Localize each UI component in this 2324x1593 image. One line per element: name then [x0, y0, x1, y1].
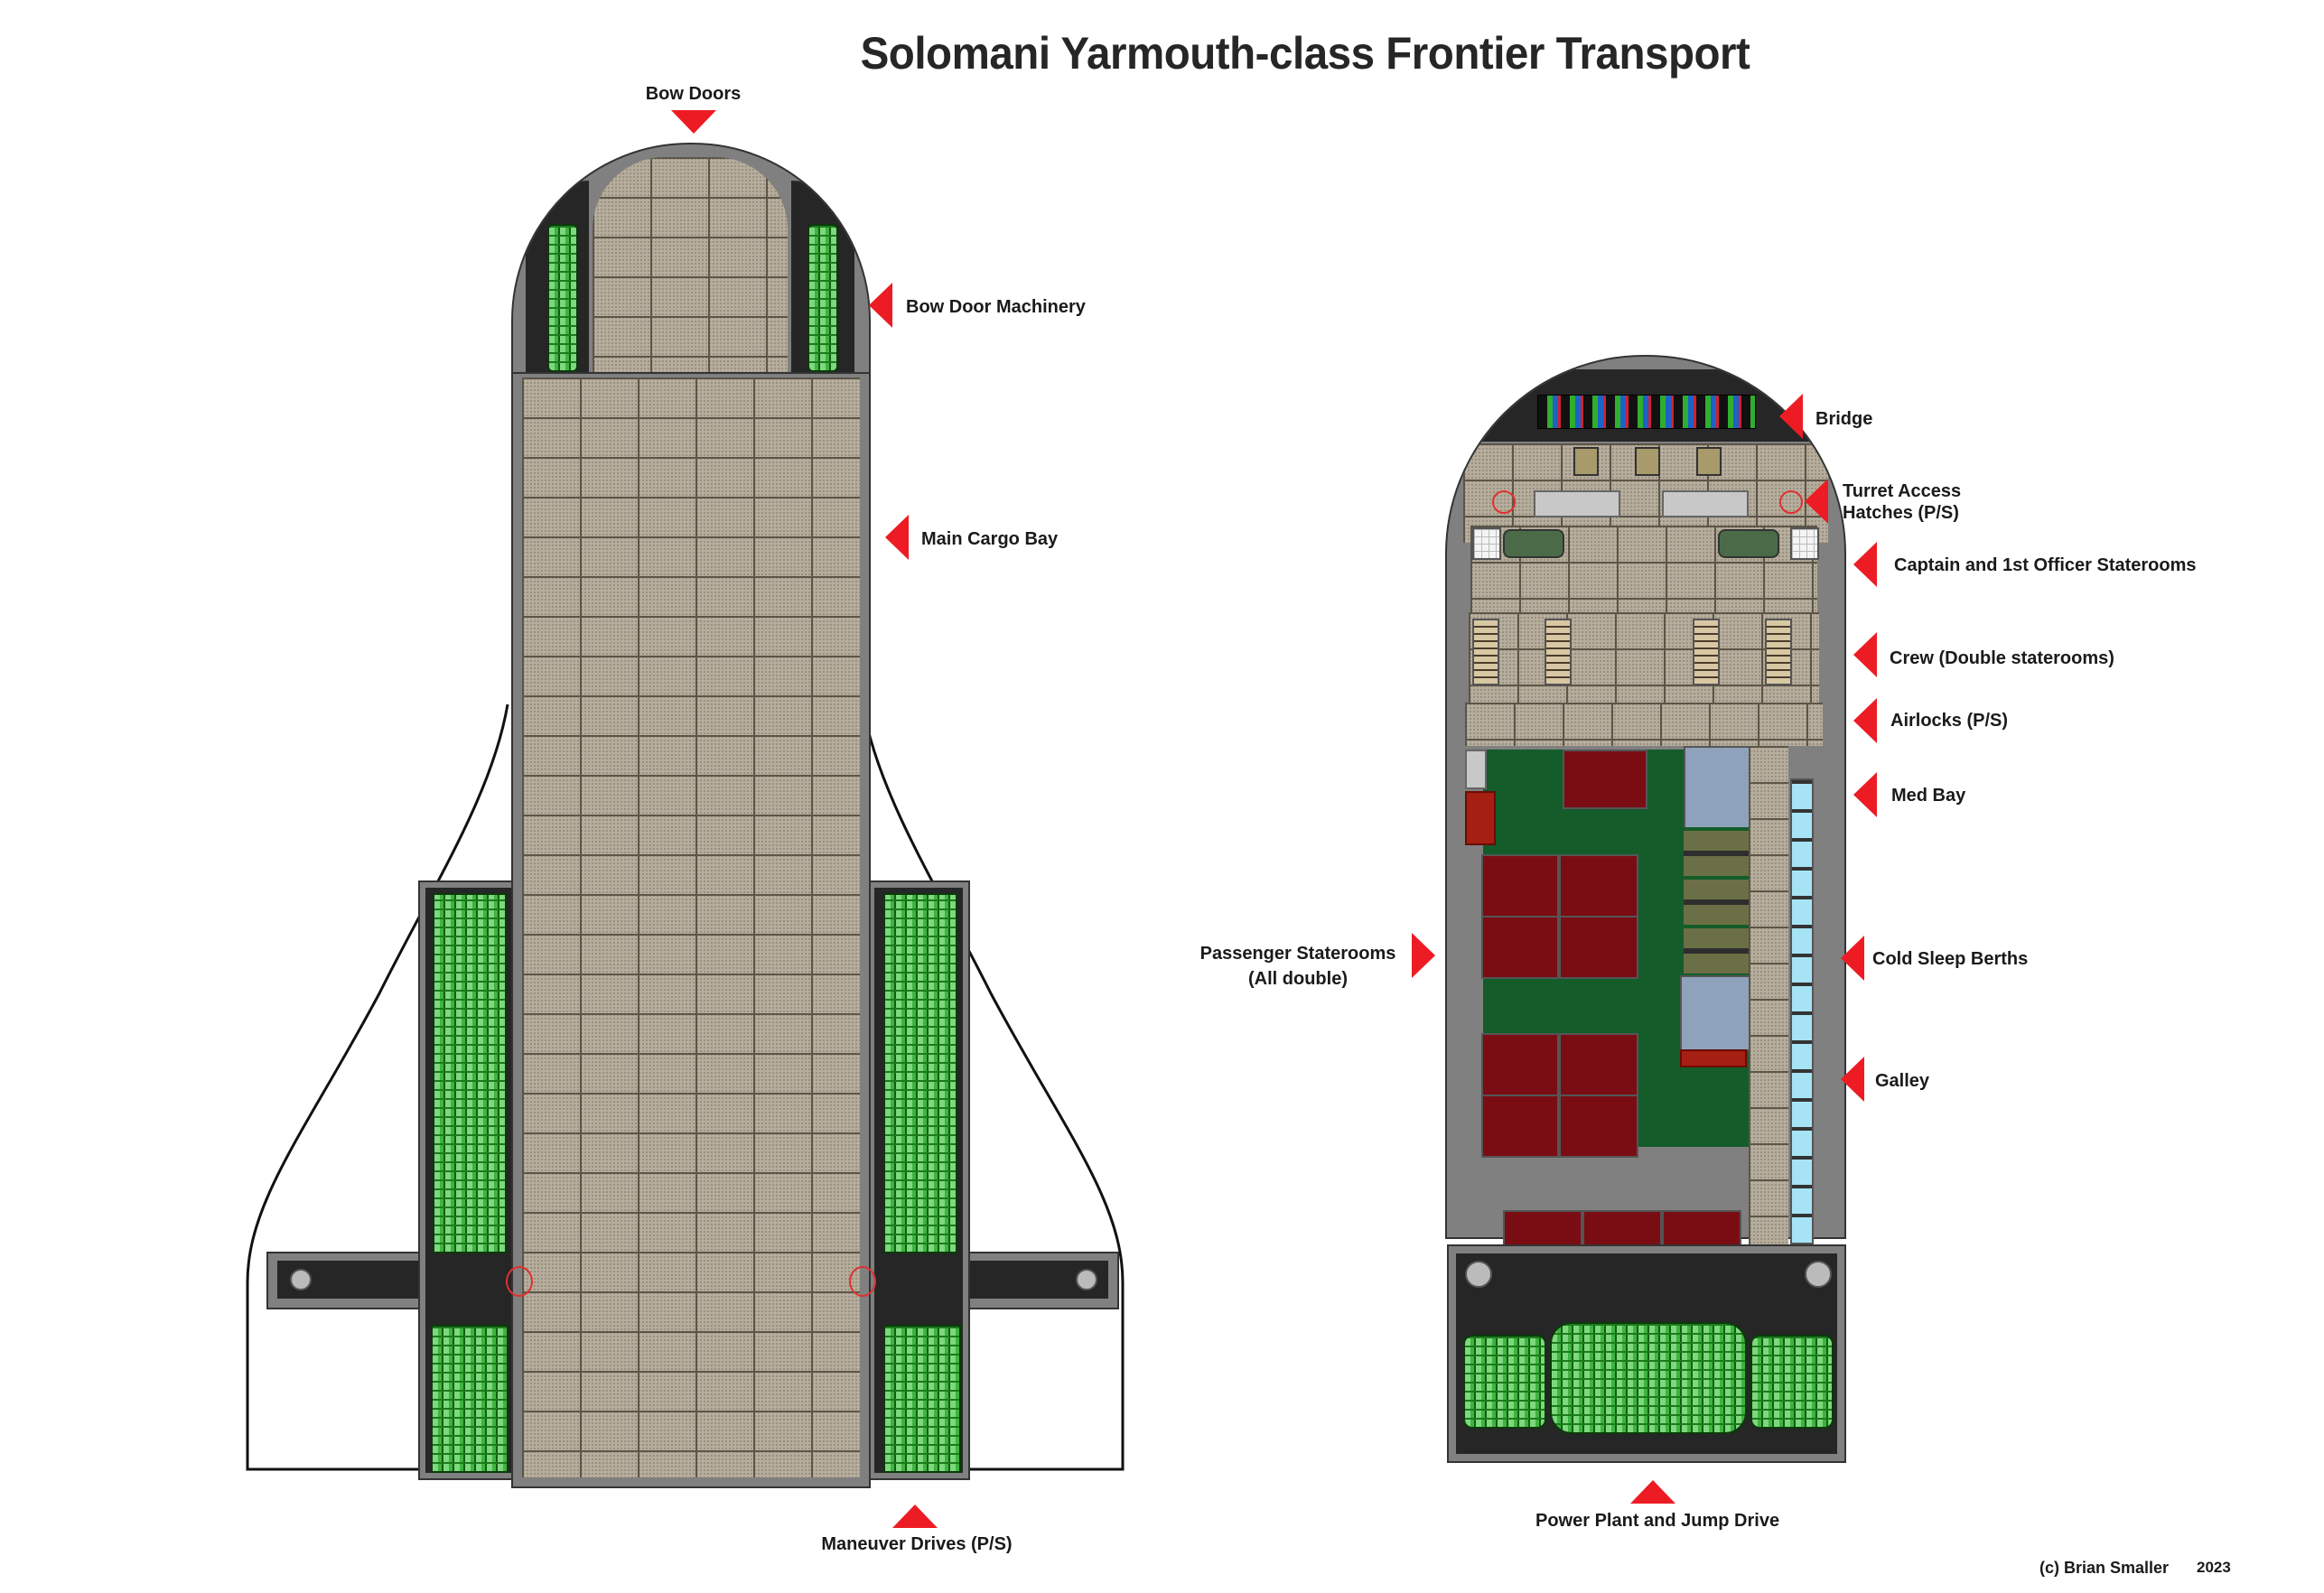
port-maneuver-drive: [431, 1325, 509, 1473]
port-turret-access-hatch-icon: [1492, 490, 1516, 514]
label-bridge: Bridge: [1815, 409, 1873, 429]
galley-sofa: [1680, 1049, 1747, 1067]
label-med-bay: Med Bay: [1891, 786, 1966, 806]
port-bow-door-machinery: [547, 224, 578, 372]
passenger-stateroom-8: [1481, 1095, 1559, 1158]
label-bow-door-machinery: Bow Door Machinery: [906, 297, 1086, 317]
airlocks-arrow-icon: [1853, 698, 1877, 743]
power-plant: [1550, 1322, 1747, 1434]
turret-access-arrow-icon: [1805, 479, 1828, 524]
label-main-cargo-bay: Main Cargo Bay: [921, 529, 1059, 549]
label-turret-access-line2: Hatches (P/S): [1843, 503, 1959, 523]
label-bow-doors: Bow Doors: [645, 84, 742, 104]
jump-drive-starboard: [1750, 1335, 1834, 1429]
starboard-machinery-pod: [867, 880, 970, 1480]
port-machinery-upper: [433, 893, 507, 1253]
passenger-stateroom-2: [1481, 854, 1559, 918]
label-turret-access-line1: Turret Access: [1843, 481, 1962, 501]
starboard-maneuver-drive: [883, 1325, 961, 1473]
port-wing-hatch-icon: [290, 1269, 312, 1290]
crew-bed-2: [1545, 619, 1572, 685]
label-crew: Crew (Double staterooms): [1890, 648, 2114, 668]
captain-fresher: [1472, 527, 1501, 560]
diagram-title: Solomani Yarmouth-class Frontier Transpo…: [860, 28, 1750, 79]
bridge-arrow-icon: [1779, 394, 1803, 439]
starboard-machinery-upper: [883, 893, 957, 1253]
cargo-bay-nose: [511, 143, 871, 399]
starboard-turret-access-hatch-icon: [1779, 490, 1803, 514]
passenger-stateroom-3: [1559, 854, 1638, 918]
port-machinery-pod: [418, 880, 521, 1480]
galley-arrow-icon: [1841, 1057, 1864, 1102]
label-passenger-line2: (All double): [1248, 969, 1348, 989]
jump-drive-port: [1463, 1335, 1546, 1429]
passenger-staterooms-arrow-icon: [1412, 933, 1435, 978]
power-plant-arrow-icon: [1630, 1480, 1675, 1504]
bow-door-machinery-arrow-icon: [869, 283, 892, 328]
officer-bed: [1718, 529, 1779, 558]
cold-sleep-arrow-icon: [1841, 936, 1864, 981]
passenger-stateroom-6: [1481, 1033, 1559, 1096]
galley: [1680, 975, 1750, 1051]
passenger-stateroom-7: [1559, 1033, 1638, 1096]
passenger-stateroom-5: [1559, 916, 1638, 979]
main-cargo-bay: [511, 372, 871, 1488]
airlock-corridor: [1465, 703, 1823, 746]
label-power-plant: Power Plant and Jump Drive: [1535, 1511, 1780, 1531]
captain-staterooms-arrow-icon: [1853, 542, 1877, 587]
port-locker: [1534, 490, 1620, 517]
main-cargo-bay-arrow-icon: [885, 515, 909, 560]
crew-staterooms: [1469, 612, 1819, 703]
starboard-wing-hatch-icon: [1076, 1269, 1097, 1290]
label-captain-staterooms: Captain and 1st Officer Staterooms: [1894, 555, 2197, 575]
crew-bed-4: [1765, 619, 1792, 685]
bow-doors-arrow-icon: [671, 110, 716, 134]
bridge-seat-3: [1696, 447, 1722, 476]
starboard-cargo-access-hatch-icon: [849, 1266, 876, 1297]
port-engineering-hatch-icon: [1465, 1261, 1492, 1288]
label-cold-sleep: Cold Sleep Berths: [1872, 949, 2029, 969]
med-bay: [1684, 746, 1750, 831]
crew-bed-3: [1693, 619, 1720, 685]
bridge-seat-2: [1635, 447, 1660, 476]
starboard-engineering-hatch-icon: [1805, 1261, 1832, 1288]
dining-area: [1684, 827, 1749, 974]
passenger-stateroom-4: [1481, 916, 1559, 979]
crew-arrow-icon: [1853, 632, 1877, 677]
starboard-locker: [1662, 490, 1749, 517]
port-storage: [1465, 750, 1487, 789]
crew-bed-1: [1472, 619, 1499, 685]
credit-author: (c) Brian Smaller: [2039, 1559, 2170, 1577]
med-bay-arrow-icon: [1853, 772, 1877, 817]
label-passenger-line1: Passenger Staterooms: [1199, 944, 1396, 964]
starboard-corridor: [1749, 746, 1788, 1295]
passenger-stateroom-1: [1563, 750, 1647, 809]
bridge-consoles: [1537, 395, 1756, 429]
engineering-section: [1447, 1244, 1846, 1463]
bridge-seat-1: [1573, 447, 1599, 476]
port-cargo-access-hatch-icon: [506, 1266, 533, 1297]
lounge-sofa: [1465, 791, 1496, 845]
passenger-stateroom-9: [1559, 1095, 1638, 1158]
captain-bed: [1503, 529, 1564, 558]
label-maneuver-drives: Maneuver Drives (P/S): [821, 1534, 1013, 1554]
officer-fresher: [1790, 527, 1819, 560]
cargo-bay-floor: [522, 377, 860, 1477]
credit-year: 2023: [2197, 1559, 2231, 1576]
label-airlocks: Airlocks (P/S): [1890, 711, 2009, 731]
label-galley: Galley: [1875, 1071, 1930, 1091]
bow-cargo-floor: [593, 157, 788, 397]
maneuver-drives-arrow-icon: [892, 1504, 938, 1528]
starboard-bow-door-machinery: [807, 224, 838, 372]
cold-sleep-berths: [1790, 778, 1814, 1244]
